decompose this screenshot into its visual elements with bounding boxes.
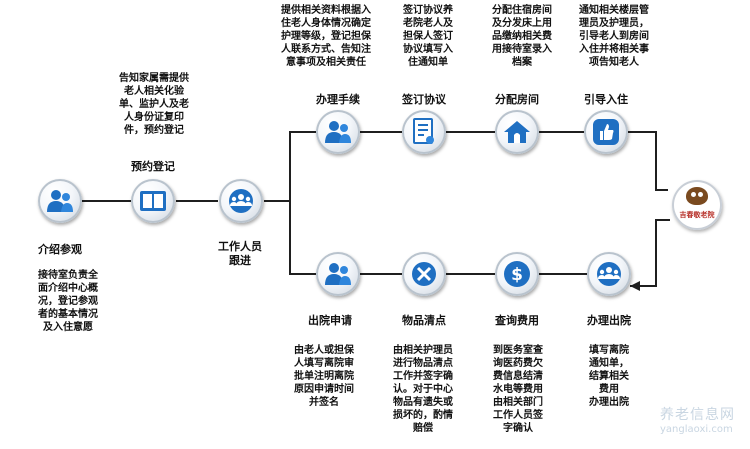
thumbs-up-icon xyxy=(593,119,619,145)
node-intro xyxy=(38,179,82,223)
logo-face-icon xyxy=(686,187,708,205)
connector-guide-logo xyxy=(628,131,668,191)
desc-guide: 通知相关楼层管 理员及护理员， 引导老人到房间 入住并将相关事 项告知老人 xyxy=(579,5,649,68)
node-staff xyxy=(219,179,263,223)
label-checkout: 办理出院 xyxy=(587,314,631,327)
connector-logo-checkout xyxy=(630,219,670,287)
node-booking xyxy=(131,179,175,223)
label-room: 分配房间 xyxy=(495,93,539,106)
connector-branch-top xyxy=(289,131,316,201)
desc-admission: 提供相关资料根据入 住老人身体情况确定 护理等级，登记担保 人联系方式、告知注 … xyxy=(281,5,371,68)
desc-inventory: 由相关护理员 进行物品清点 工作并签字确 认。对于中心 物品有遗失或 损坏的，酌… xyxy=(393,345,453,434)
node-checkout xyxy=(587,252,631,296)
node-inventory xyxy=(402,252,446,296)
node-room xyxy=(495,110,539,154)
node-discharge-apply xyxy=(316,252,360,296)
label-fees: 查询费用 xyxy=(495,314,539,327)
label-discharge-apply: 出院申请 xyxy=(308,314,352,327)
users-icon xyxy=(325,121,351,143)
house-icon xyxy=(504,121,530,143)
watermark-url: yanglaoxi.com xyxy=(660,424,733,435)
label-staff: 工作人员 跟进 xyxy=(218,240,262,267)
dollar-icon: $ xyxy=(504,261,530,287)
desc-checkout: 填写离院 通知单， 结算相关 费用 办理出院 xyxy=(589,345,629,408)
connector-branch-bottom xyxy=(289,201,316,275)
desc-booking: 告知家属需提供 老人相关化验 单、监护人及老 人身份证复印 件，预约登记 xyxy=(119,73,189,136)
desc-discharge-apply: 由老人或担保 人填写离院审 批单注明离院 原因申请时间 并签名 xyxy=(294,345,354,408)
desc-room: 分配住宿房间 及分发床上用 品缴纳相关费 用接待室录入 档案 xyxy=(492,5,552,68)
svg-text:$: $ xyxy=(511,265,523,285)
book-icon xyxy=(140,191,166,211)
desc-agreement: 签订协议养 老院老人及 担保人签订 协议填写入 住通知单 xyxy=(403,5,453,68)
users-icon xyxy=(325,263,351,285)
contract-icon xyxy=(413,118,434,144)
arrow-head xyxy=(630,281,640,291)
desc-intro: 接待室负责全 面介绍中心概 况，登记参观 者的基本情况 及入住意愿 xyxy=(38,270,98,333)
desc-fees: 到医务室查 询医药费欠 费信息结清 水电等费用 由相关部门 工作人员签 字确认 xyxy=(493,345,543,434)
nursing-home-logo: 吉春敬老院 xyxy=(672,180,722,230)
label-agreement: 签订协议 xyxy=(402,93,446,106)
label-guide: 引导入住 xyxy=(584,93,628,106)
watermark-title: 养老信息网 xyxy=(660,407,735,423)
label-booking: 预约登记 xyxy=(131,160,175,173)
label-inventory: 物品清点 xyxy=(402,314,446,327)
group-icon xyxy=(597,262,621,286)
label-admission: 办理手续 xyxy=(316,93,360,106)
group-icon xyxy=(229,189,253,213)
users-icon xyxy=(47,190,73,212)
tools-icon xyxy=(412,262,436,286)
node-fees: $ xyxy=(495,252,539,296)
label-intro: 介绍参观 xyxy=(38,243,82,256)
node-agreement xyxy=(402,110,446,154)
node-guide xyxy=(584,110,628,154)
node-admission xyxy=(316,110,360,154)
logo-text: 吉春敬老院 xyxy=(679,211,715,219)
